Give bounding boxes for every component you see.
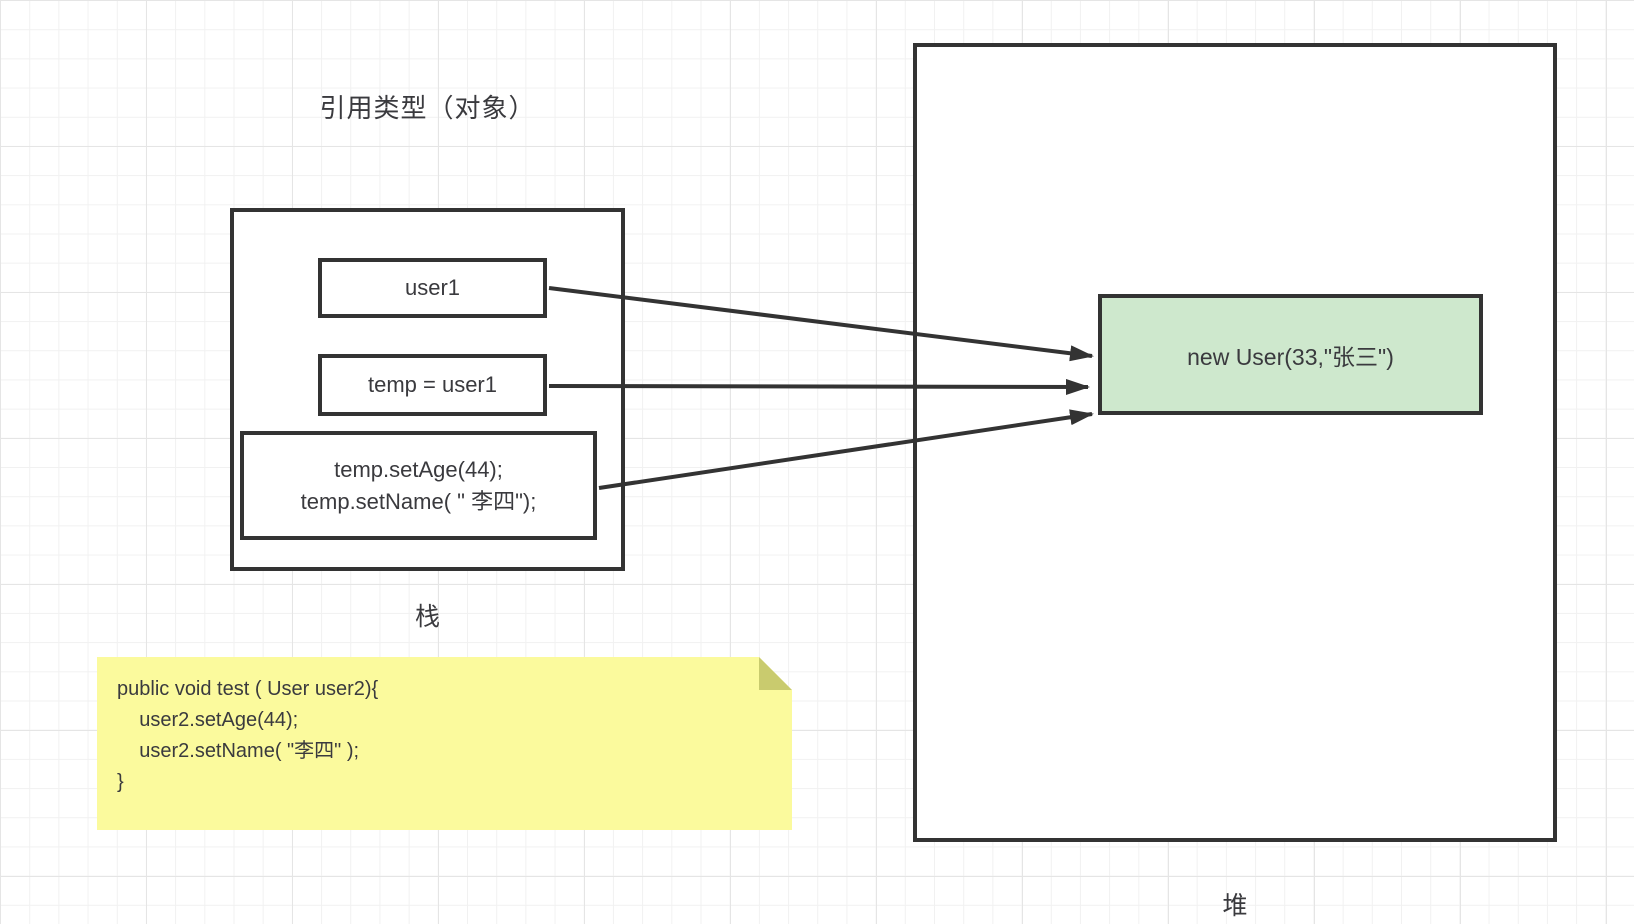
stack-method-calls-line2: temp.setName( " 李四"); — [300, 488, 537, 514]
stack-container: user1 temp = user1 temp.setAge(44); temp… — [230, 208, 625, 571]
note-code-line4: } — [117, 771, 124, 793]
stack-var-user1-label: user1 — [404, 275, 461, 300]
diagram-title: 引用类型（对象） — [319, 93, 536, 123]
heap-object-box: new User(33,"张三") — [1098, 294, 1483, 415]
stack-var-temp-label: temp = user1 — [367, 372, 497, 397]
sticky-note: public void test ( User user2){ user2.se… — [97, 657, 792, 830]
heap-object-label: new User(33,"张三") — [1187, 343, 1394, 370]
stack-method-calls-line1: temp.setAge(44); — [334, 456, 503, 482]
note-fold-corner-icon — [759, 657, 792, 690]
note-code-line1: public void test ( User user2){ — [117, 678, 379, 700]
stack-var-user1: user1 — [318, 258, 547, 318]
stack-var-temp: temp = user1 — [318, 354, 547, 416]
stack-zone-label: 栈 — [414, 603, 440, 631]
heap-container: new User(33,"张三") — [913, 43, 1557, 842]
note-code-line3: user2.setName( "李四" ); — [117, 740, 360, 762]
heap-zone-label: 堆 — [1222, 892, 1248, 920]
stack-method-calls: temp.setAge(44); temp.setName( " 李四"); — [240, 431, 597, 540]
note-code-line2: user2.setAge(44); — [117, 709, 299, 731]
